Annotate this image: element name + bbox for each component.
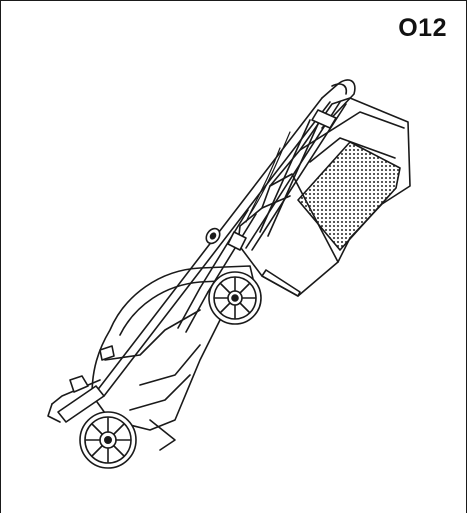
handle-knob (205, 227, 247, 251)
front-wheel (79, 411, 137, 469)
grass-collector-bag (237, 97, 411, 297)
figure-label: O12 (398, 14, 447, 42)
rear-wheel (208, 271, 262, 325)
handle (95, 79, 356, 397)
front-frame (47, 345, 176, 451)
